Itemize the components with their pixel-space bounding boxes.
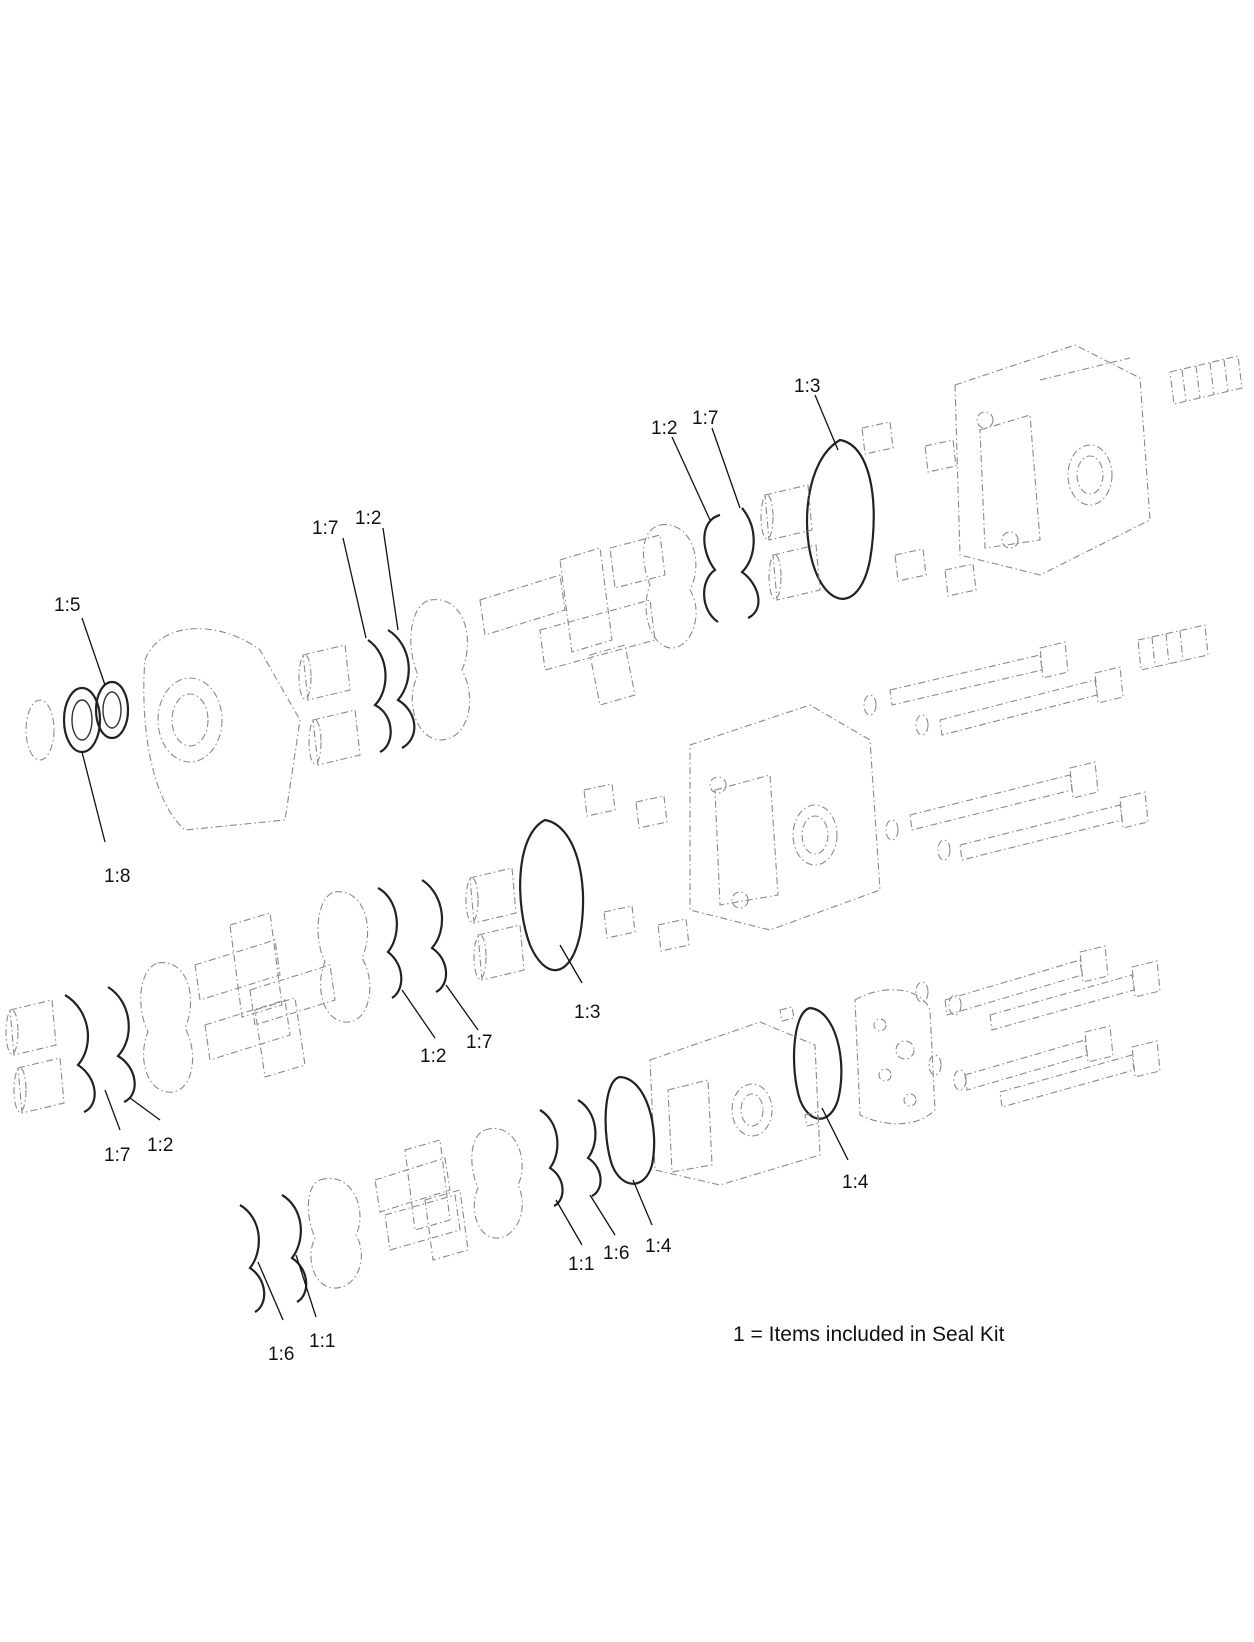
- seal-clip-1-2-left: [107, 986, 136, 1104]
- callout-label: 1:2: [420, 1046, 446, 1067]
- wear-plate-top: [642, 524, 697, 649]
- bushings-top: [760, 484, 821, 601]
- mounting-flange: [143, 628, 301, 831]
- callout-label: 1:8: [104, 866, 130, 887]
- small-pin-top: [779, 1006, 795, 1022]
- callout-labels: 1:3 1:2 1:7 1:7 1:2 1:5 1:8 1:2 1:7 1:3 …: [54, 376, 869, 1365]
- callout-label: 1:5: [54, 595, 80, 616]
- seal-clip-1-7-top: [740, 507, 760, 619]
- seal-clip-1-2-front: [387, 629, 416, 749]
- top-row-assembly: [25, 344, 1243, 831]
- bushings-left: [5, 999, 65, 1114]
- spline-shaft-mid: [1137, 624, 1209, 671]
- callout-label: 1:3: [574, 1002, 600, 1023]
- o-ring-1-4-right: [792, 1006, 843, 1120]
- seal-clip-1-7-mid: [421, 879, 448, 993]
- callout-label: 1:4: [842, 1172, 869, 1193]
- seal-kit-note: 1 = Items included in Seal Kit: [733, 1323, 1005, 1346]
- callout-label: 1:1: [309, 1331, 335, 1352]
- pump-housing-front: [649, 1021, 821, 1186]
- seal-clip-1-7-front: [367, 639, 392, 753]
- leader-lines: [81, 394, 849, 1321]
- gear-set-bottom: [374, 1139, 469, 1261]
- gear-set-mid: [194, 912, 336, 1078]
- seal-clip-1-6-left: [239, 1204, 266, 1313]
- callout-label: 1:2: [651, 418, 677, 439]
- spline-shaft-top: [1169, 355, 1243, 405]
- callout-label: 1:2: [355, 508, 381, 529]
- bushings-front: [298, 644, 361, 766]
- bottom-row-assembly: [239, 945, 1161, 1313]
- small-pin-bottom: [804, 1111, 820, 1127]
- seal-clip-1-6-bottom: [577, 1099, 602, 1197]
- callout-label: 1:1: [568, 1254, 594, 1275]
- seal-clip-1-2-top: [703, 513, 721, 623]
- o-ring-top: [806, 438, 875, 600]
- callout-label: 1:2: [147, 1135, 173, 1156]
- o-ring-mid: [519, 818, 585, 972]
- tie-bolts-mid: [863, 641, 1149, 861]
- callout-label: 1:6: [268, 1344, 294, 1365]
- callout-label: 1:3: [794, 376, 820, 397]
- callout-label: 1:4: [645, 1236, 672, 1257]
- o-ring-1-4-left: [604, 1075, 656, 1185]
- seal-clip-1-1-bottom: [539, 1109, 564, 1207]
- pump-housing-mid: [689, 704, 881, 931]
- callout-label: 1:7: [466, 1032, 492, 1053]
- callout-label: 1:7: [312, 518, 338, 539]
- seal-clip-1-1-left: [281, 1194, 308, 1303]
- shaft-seal-parts: [25, 680, 130, 761]
- wear-plate-bottom: [471, 1127, 523, 1239]
- pump-housing-rear: [954, 344, 1151, 576]
- wear-plate-mid: [317, 891, 371, 1023]
- wear-plate-front-top: [410, 599, 471, 741]
- callout-label: 1:6: [603, 1243, 629, 1264]
- seal-clip-1-2-mid: [377, 887, 403, 999]
- bushings-mid: [465, 867, 525, 981]
- end-cover: [854, 989, 936, 1125]
- front-plate-bottom: [307, 1177, 362, 1289]
- wear-plate-left: [140, 962, 194, 1093]
- callout-label: 1:7: [104, 1145, 130, 1166]
- tie-bolts-bottom: [915, 945, 1161, 1108]
- seal-clip-1-7-left: [64, 994, 96, 1114]
- dowel-pins-top: [861, 421, 977, 597]
- callout-label: 1:7: [692, 408, 718, 429]
- middle-row-assembly: [5, 624, 1209, 1114]
- dowel-pins-mid: [583, 783, 690, 952]
- gear-set-top: [479, 534, 666, 706]
